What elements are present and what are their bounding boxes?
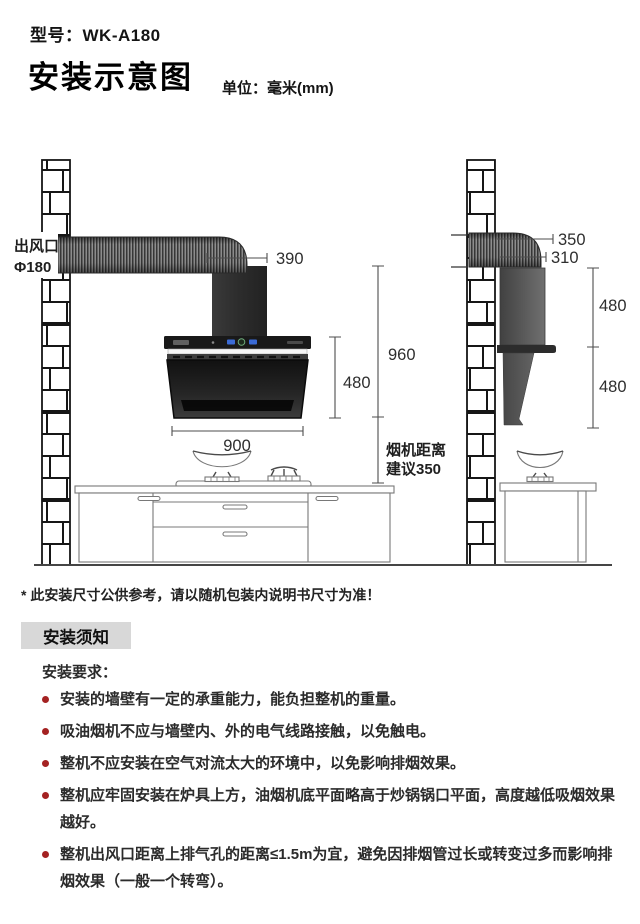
countertop-slab [74,485,395,494]
dim-960-label: 960 [388,346,416,364]
side-wall-brick-column [466,159,496,566]
dim-480-front-label: 480 [343,374,371,392]
page-title: 安装示意图 [28,60,193,95]
dimension-480-side: 480 480 [587,267,627,429]
bullet-icon [42,760,49,767]
hood-side-body [499,267,546,346]
dimension-350: 350 [497,231,586,249]
dim-310-label: 310 [551,249,579,267]
unit-label: 单位：毫米(mm) [222,80,334,97]
requirement-item: 安装的墙壁有一定的承重能力，能负担整机的重量。 [42,686,620,713]
bullet-icon [42,792,49,799]
hood-chimney [212,266,267,337]
hood-suction-recess [181,400,294,411]
power-indicator-dot [211,341,215,344]
dim-350-label: 350 [558,231,586,249]
installation-diagram: 出风口 Φ180 [4,159,627,566]
requirement-text: 整机应牢固安装在炉具上方，油烟机底平面略高于炒锅锅口平面，高度越低吸烟效果越好。 [60,787,616,831]
requirements-list: 安装的墙壁有一定的承重能力，能负担整机的重量。 吸油烟机不应与墙壁内、外的电气线… [42,686,620,900]
kitchen-cabinet-front [74,485,395,563]
touch-button-left [227,339,235,345]
dimension-900: 900 [171,426,304,455]
bullet-icon [42,696,49,703]
side-view: 350 310 480 480 [451,159,627,566]
dim-480-upper-label: 480 [599,297,627,315]
outlet-label: 出风口 [14,237,59,255]
model-number: 型号：WK-A180 [30,26,161,45]
brand-logo-mark [173,340,189,345]
burner-right [267,466,301,482]
side-cabinet-body [504,490,587,563]
hood-side-taper [502,352,535,426]
dim-900-label: 900 [223,437,251,455]
requirements-title: 安装要求： [42,664,118,681]
requirement-item: 吸油烟机不应与墙壁内、外的电气线路接触，以免触电。 [42,718,620,745]
exhaust-elbow-side [468,232,542,268]
door-handle-left [137,495,161,502]
requirement-item: 整机不应安装在空气对流太大的环境中，以免影响排烟效果。 [42,750,620,777]
wall-hole-lines [451,234,468,268]
hood-distance-note-line1: 烟机距离 [386,441,446,459]
disclaimer-note: * 此安装尺寸公供参考，请以随机包装内说明书尺寸为准！ [21,587,381,603]
front-view: 出风口 Φ180 [4,159,446,566]
hood-control-bar [164,336,311,349]
requirement-text: 安装的墙壁有一定的承重能力，能负担整机的重量。 [60,691,406,708]
dimension-480-front: 480 [329,336,371,419]
touch-button-center [237,338,246,346]
bullet-icon [42,728,49,735]
hood-distance-note-line2: 建议350 [386,460,441,478]
section-header-install-notice: 安装须知 [21,622,131,649]
hood-light-strip [167,348,308,355]
outlet-diameter-label: Φ180 [14,259,51,276]
dim-480-lower-label: 480 [599,378,627,396]
wok-front [192,450,252,483]
model-tag-mark [287,341,303,344]
touch-button-right [249,339,257,345]
front-wall-brick-column [41,159,71,566]
requirement-text: 整机不应安装在空气对流太大的环境中，以免影响排烟效果。 [60,755,466,772]
gas-stove-front [175,450,312,489]
requirement-text: 整机出风口距离上排气孔的距离≤1.5m为宜，避免因排烟管过长或转变过多而影响排烟… [60,846,613,890]
exhaust-duct [55,236,248,274]
door-handle-right [315,495,339,502]
bullet-icon [42,851,49,858]
requirement-item: 整机应牢固安装在炉具上方，油烟机底平面略高于炒锅锅口平面，高度越低吸烟效果越好。 [42,782,620,836]
range-hood-front [164,336,311,419]
outlet-label-backing [4,232,58,278]
dim-390-label: 390 [276,250,304,268]
dimension-960: 960 烟机距离 建议350 [372,265,446,484]
requirement-item: 整机出风口距离上排气孔的距离≤1.5m为宜，避免因排烟管过长或转变过多而影响排烟… [42,841,620,895]
wok-side [516,450,564,483]
range-hood-side [497,267,556,426]
side-countertop-slab [499,482,597,492]
dimension-310: 310 [500,249,579,267]
dimension-390: 390 [206,250,304,268]
requirement-text: 吸油烟机不应与墙壁内、外的电气线路接触，以免触电。 [60,723,436,740]
drawer-handle-top [222,504,248,510]
hood-side-ledge [497,345,556,353]
drawer-handle-bottom [222,531,248,537]
kitchen-cabinet-side [499,450,597,563]
